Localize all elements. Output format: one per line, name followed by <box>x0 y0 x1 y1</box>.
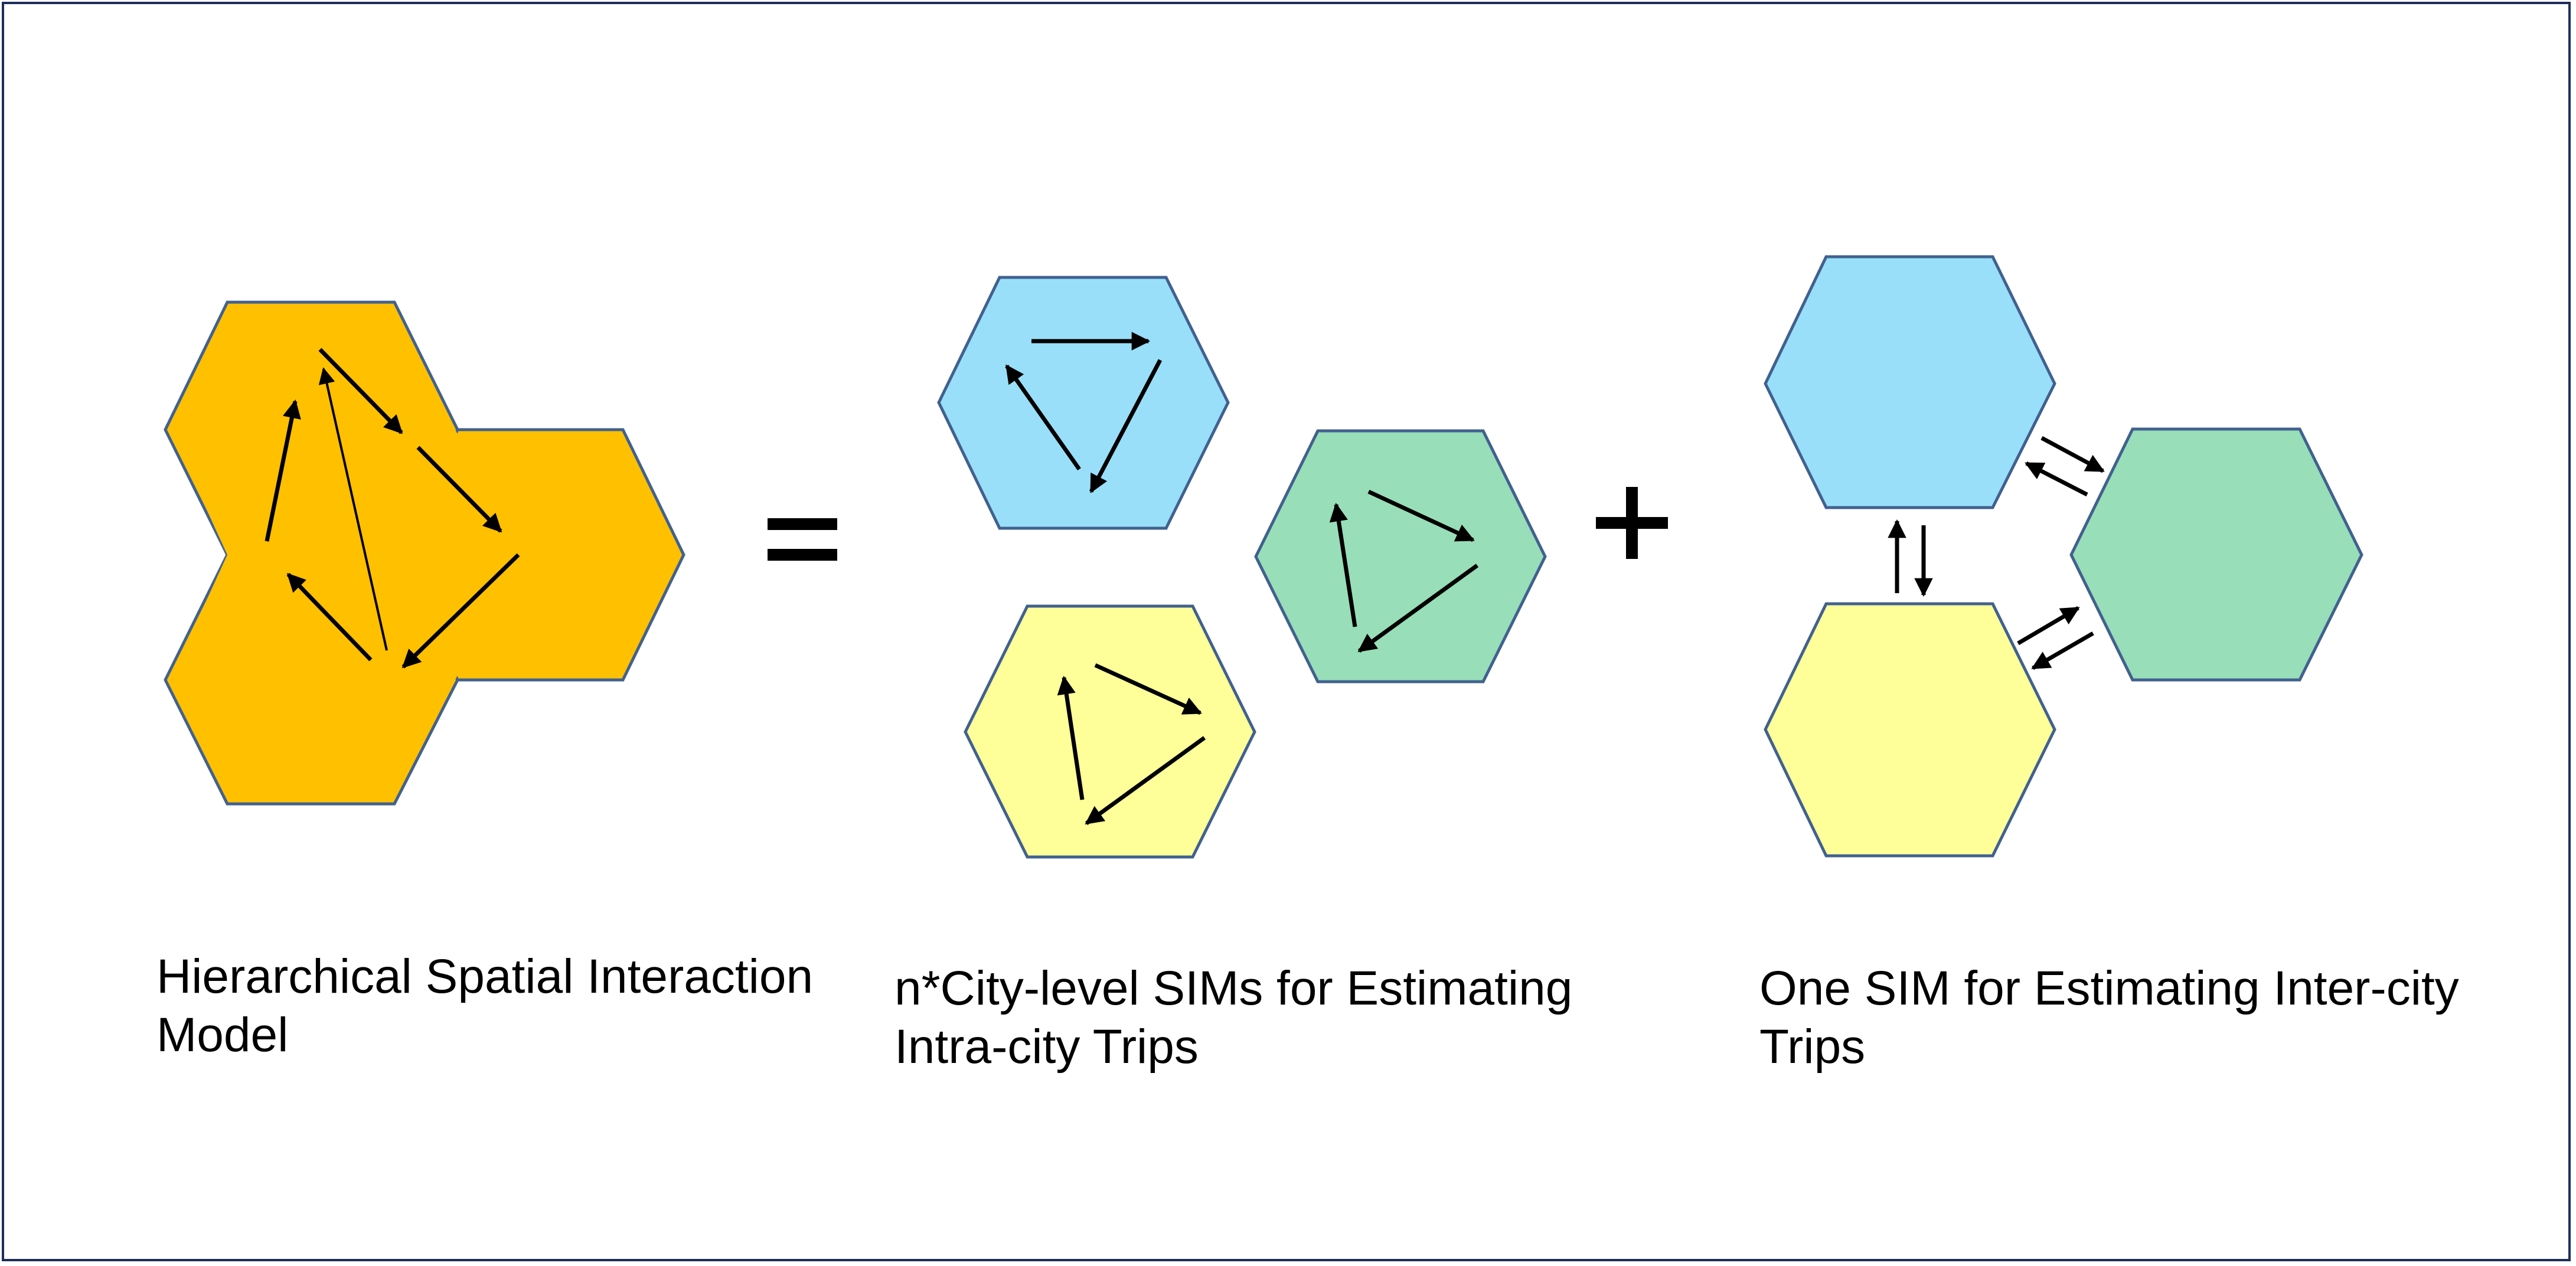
flow-arrow <box>2040 436 2105 473</box>
flow-arrow <box>401 553 520 669</box>
caption-line: Intra-city Trips <box>894 1020 1199 1074</box>
flow-arrow <box>1329 502 1357 627</box>
flow-arrow <box>265 399 301 542</box>
caption-line: Hierarchical Spatial Interaction <box>156 950 814 1003</box>
flow-arrow <box>1357 564 1479 653</box>
caption-line: Model <box>156 1008 289 1062</box>
flow-arrow <box>2017 606 2080 646</box>
blue-hex <box>937 276 1230 530</box>
caption-city-level-sims: n*City-level SIMs for Estimating Intra-c… <box>894 959 1572 1076</box>
green-hex <box>1254 429 1547 683</box>
caption-inter-city-sim: One SIM for Estimating Inter-city Trips <box>1759 959 2459 1076</box>
flow-arrow <box>1089 359 1163 493</box>
plus-sign <box>1596 487 1668 559</box>
green-hex <box>2069 427 2363 682</box>
flow-arrow <box>1005 364 1081 471</box>
caption-line: One SIM for Estimating Inter-city <box>1759 961 2459 1015</box>
flow-arrow <box>318 348 403 434</box>
yellow-hex <box>1764 602 2056 858</box>
flow-arrow <box>286 573 373 662</box>
flow-arrow <box>1057 675 1085 800</box>
flow-arrow <box>1367 489 1475 542</box>
caption-line: Trips <box>1759 1020 1866 1074</box>
yellow-hex <box>964 604 1256 859</box>
hierarchical-hex-cluster <box>164 300 685 806</box>
city-level-sims <box>937 276 1547 859</box>
blue-hex <box>1764 255 2056 509</box>
flow-arrow <box>1085 736 1206 825</box>
caption-line: n*City-level SIMs for Estimating <box>894 961 1573 1015</box>
inter-city-sim <box>1764 255 2363 858</box>
flow-arrow-long <box>318 367 388 651</box>
flow-arrow <box>416 446 502 533</box>
equals-sign <box>768 518 837 561</box>
caption-hierarchical-sim: Hierarchical Spatial Interaction Model <box>156 947 813 1064</box>
flow-arrow <box>2031 631 2094 670</box>
flow-arrow <box>1094 663 1202 715</box>
flow-arrow <box>2025 461 2088 497</box>
